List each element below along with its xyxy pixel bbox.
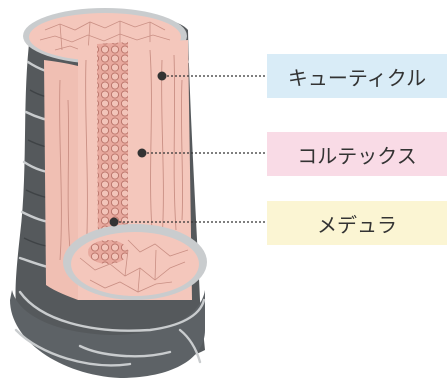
cuticle-label-text: キューティクル [288,62,426,91]
cortex-label: コルテックス [267,132,447,176]
cortex-label-text: コルテックス [297,140,416,169]
bottom-cross-section [63,224,207,300]
medulla-label-text: メデュラ [317,209,397,238]
medulla-label: メデュラ [267,201,447,245]
cuticle-label: キューティクル [267,54,447,98]
